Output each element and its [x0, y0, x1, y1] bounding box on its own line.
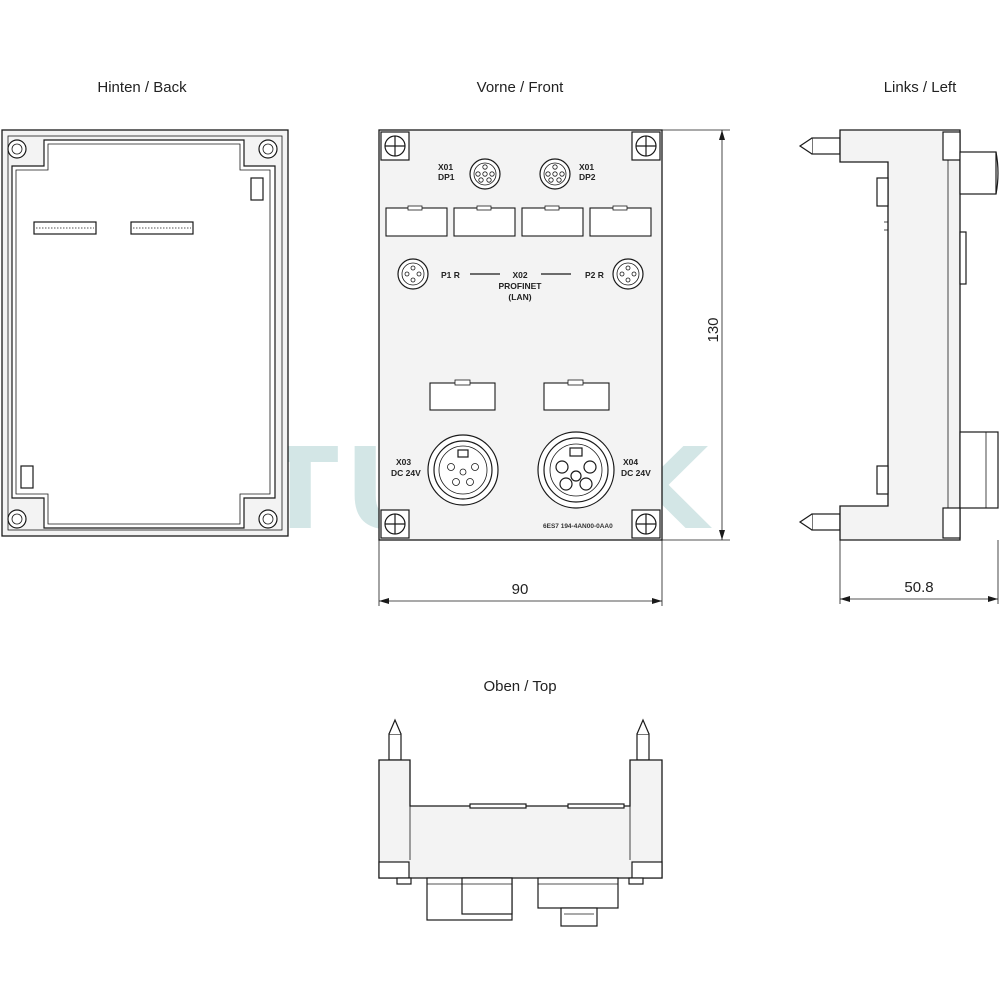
- lan-label: (LAN): [508, 292, 531, 302]
- front-view: X01 DP1 X01 DP2 P1 R P2 R X02 PROFINET (…: [378, 129, 663, 541]
- width-dimension: 90: [378, 540, 663, 606]
- left-view: [798, 129, 999, 541]
- dp1-label: DP1: [438, 172, 455, 182]
- height-dimension: 130: [662, 129, 730, 541]
- top-connector-icon: [426, 877, 619, 927]
- power-connector-icon: [427, 431, 615, 509]
- label-strip-icon: [385, 205, 652, 237]
- top-housing: [378, 759, 663, 879]
- left-side-connector-icon: [959, 151, 997, 195]
- title-top-view: Oben / Top: [483, 678, 556, 695]
- pin-icon: [798, 137, 841, 531]
- profinet-port-icon: [397, 258, 644, 290]
- back-screw-icon: [7, 139, 278, 529]
- back-connector-icon: [33, 221, 194, 235]
- x01-left-label: X01: [438, 162, 453, 172]
- p2r-label: P2 R: [585, 270, 604, 280]
- front-screw-icon: [380, 131, 661, 539]
- x04-label: X04: [623, 457, 638, 467]
- title-back-view: Hinten / Back: [97, 79, 187, 96]
- top-pin-icon: [388, 718, 650, 761]
- height-value: 130: [705, 317, 722, 342]
- x02-label: X02: [512, 270, 527, 280]
- left-housing: [839, 129, 961, 541]
- p1r-label: P1 R: [441, 270, 460, 280]
- x03-label: X03: [396, 457, 411, 467]
- power-label-strip-icon: [429, 379, 610, 411]
- back-inner-panel: [11, 139, 276, 529]
- dp-connector-icon: [469, 158, 571, 190]
- dc24-right-label: DC 24V: [621, 468, 651, 478]
- depth-value: 50.8: [904, 579, 933, 596]
- front-housing: [378, 129, 663, 541]
- title-front-view: Vorne / Front: [477, 79, 565, 96]
- title-left-view: Links / Left: [884, 79, 957, 96]
- dc24-left-label: DC 24V: [391, 468, 421, 478]
- x01-right-label: X01: [579, 162, 594, 172]
- depth-dimension: 50.8: [839, 540, 999, 604]
- top-view: [378, 718, 663, 927]
- dp2-label: DP2: [579, 172, 596, 182]
- back-view: [1, 129, 289, 537]
- order-number: 6ES7 194-4AN00-0AA0: [543, 523, 613, 530]
- width-value: 90: [512, 581, 529, 598]
- profinet-label: PROFINET: [499, 281, 543, 291]
